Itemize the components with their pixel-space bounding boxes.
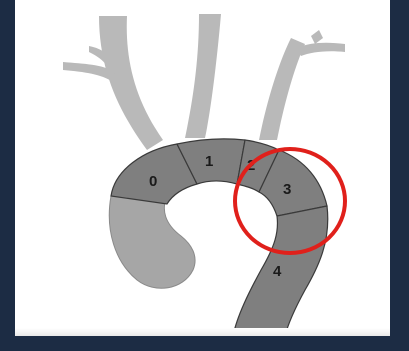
ascending-aorta [109, 196, 195, 288]
panel-bottom-edge [15, 328, 390, 336]
zone-1-label: 1 [205, 153, 213, 170]
brachiocephalic-vessel [99, 16, 163, 150]
zone-4-label: 4 [273, 263, 282, 280]
subclavian-tip [311, 30, 323, 44]
carotid-vessel [185, 14, 221, 138]
subclavian-vessel [259, 38, 305, 140]
branch-vessels [63, 14, 345, 150]
zone-0-label: 0 [149, 173, 157, 190]
diagram-panel: 0 1 2 3 4 [15, 0, 390, 336]
aortic-arch-diagram: 0 1 2 3 4 [15, 0, 390, 336]
zone-3-label: 3 [283, 181, 291, 198]
